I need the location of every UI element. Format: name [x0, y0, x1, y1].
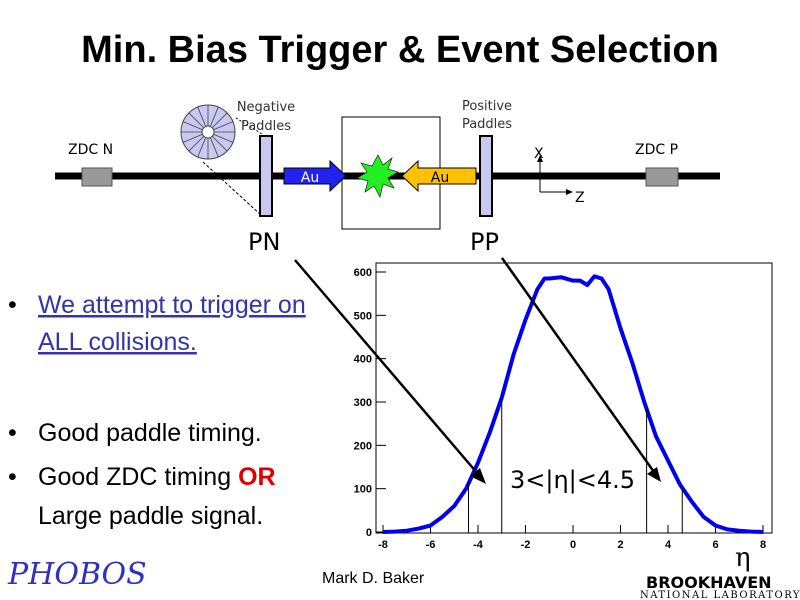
x-tick-label: 8	[760, 539, 766, 551]
collision-burst-icon	[356, 154, 399, 198]
pp-label: PP	[470, 228, 499, 256]
y-tick-label: 100	[354, 484, 372, 496]
or-emphasis: OR	[238, 463, 276, 491]
x-tick-label: -2	[521, 539, 531, 551]
z-axis-label: Z	[575, 190, 585, 206]
dashed-leader	[202, 161, 263, 217]
bullet-1-line-1: We attempt to trigger on	[38, 291, 306, 319]
bullet-list: • We attempt to trigger on ALL collision…	[8, 291, 306, 530]
bnl-logo-sub: NATIONAL LABORATORY	[640, 590, 800, 600]
positive-paddle	[479, 135, 493, 217]
bullet-3-line-1: Good ZDC timing OR	[38, 463, 276, 491]
neg-paddles-label: Paddles	[241, 119, 291, 134]
paddle-wheel-icon	[180, 104, 236, 160]
x-tick-label: -6	[426, 539, 436, 551]
y-tick-label: 500	[354, 310, 372, 322]
eta-distribution-series	[382, 274, 764, 534]
zdc-p-label: ZDC P	[635, 142, 678, 158]
bullet-3-line-2: Large paddle signal.	[38, 502, 263, 530]
au-right-label: Au	[431, 170, 449, 186]
y-tick-label: 600	[354, 267, 372, 279]
bullet-2: Good paddle timing.	[38, 419, 262, 447]
slide-title: Min. Bias Trigger & Event Selection	[81, 29, 719, 71]
x-axis-title: η	[735, 543, 751, 573]
au-beam-arrow-left	[401, 159, 477, 193]
y-tick-label: 200	[354, 440, 372, 452]
eta-cut-annotation: 3<|η|<4.5	[510, 466, 635, 494]
x-axis-label: X	[534, 146, 544, 162]
bullet-1-line-2: ALL collisions.	[38, 328, 197, 356]
zdc-n-box	[81, 167, 113, 187]
x-tick-label: 6	[712, 539, 718, 551]
svg-text:•: •	[8, 463, 17, 491]
pos-paddles-label: Paddles	[462, 117, 512, 132]
bnl-logo: BROOKHAVEN	[646, 573, 772, 592]
x-tick-label: 4	[665, 539, 672, 551]
axes-icon	[537, 155, 573, 195]
pos-paddles-label: Positive	[462, 99, 512, 114]
zdc-n-label: ZDC N	[68, 142, 113, 158]
eta-distribution-chart: -8 -6 -4 -2 0 2 4 6 8 0 100 200 300 400 500 600	[354, 262, 773, 551]
x-tick-label: 0	[570, 539, 576, 551]
negative-paddle	[259, 135, 273, 217]
pn-label: PN	[248, 228, 280, 256]
phobos-logo: PHOBOS	[7, 557, 147, 592]
y-tick-label: 300	[354, 397, 372, 409]
svg-text:•: •	[8, 291, 17, 319]
x-tick-label: -8	[378, 539, 388, 551]
au-beam-arrow-right	[283, 159, 347, 193]
pn-pointer-arrow	[294, 259, 479, 475]
arrowhead	[470, 468, 486, 484]
y-tick-label: 0	[366, 527, 372, 539]
detector-diagram: ZDC N ZDC P Negative Paddles Positive Pa…	[55, 99, 720, 256]
x-tick-label: -4	[473, 539, 484, 551]
arrowhead	[647, 467, 661, 482]
neg-paddles-label: Negative	[237, 100, 295, 115]
pointer-arrows	[294, 257, 661, 484]
dashed-leader	[235, 117, 263, 135]
author: Mark D. Baker	[322, 570, 425, 587]
svg-text:•: •	[8, 419, 17, 447]
x-tick-label: 2	[617, 539, 623, 551]
au-left-label: Au	[301, 170, 319, 186]
plot-frame	[375, 262, 773, 534]
pp-pointer-arrow	[500, 257, 656, 473]
zdc-p-box	[645, 167, 679, 187]
y-tick-label: 400	[354, 354, 372, 366]
